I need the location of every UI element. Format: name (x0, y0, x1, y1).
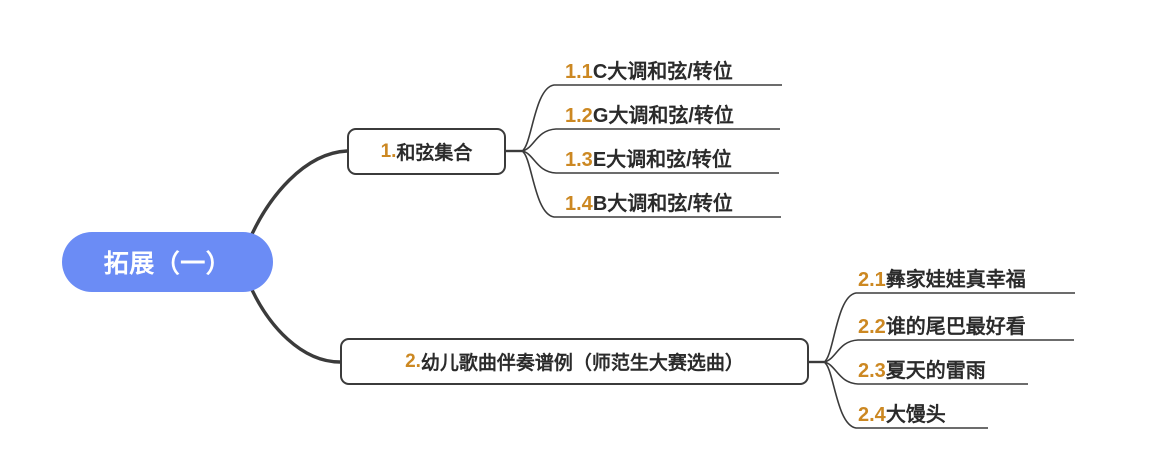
leaf-node-1-3-number: 1.3 (565, 149, 593, 171)
branch-node-1-label: 和弦集合 (396, 143, 473, 164)
root-node-label: 拓展（一） (103, 250, 232, 278)
leaf-node-1-4[interactable]: 1.4 B大调和弦/转位 (565, 184, 733, 216)
branch-node-2[interactable]: 2. 幼儿歌曲伴奏谱例（师范生大赛选曲） (340, 338, 809, 385)
leaf-node-1-2-label: G大调和弦/转位 (592, 105, 734, 127)
edge-root-to-branch-2 (246, 279, 342, 364)
branch-node-2-label: 幼儿歌曲伴奏谱例（师范生大赛选曲） (420, 353, 744, 374)
leaf-node-1-1-label: C大调和弦/转位 (592, 61, 733, 83)
leaf-node-2-1-label: 彝家娃娃真幸福 (885, 269, 1026, 291)
leaf-node-1-1[interactable]: 1.1 C大调和弦/转位 (565, 52, 733, 84)
leaf-node-1-4-label: B大调和弦/转位 (592, 193, 733, 215)
branch-node-2-number: 2. (405, 350, 421, 372)
leaf-node-1-3-label: E大调和弦/转位 (592, 149, 732, 171)
leaf-node-2-1-number: 2.1 (858, 269, 886, 291)
leaf-node-2-3[interactable]: 2.3 夏天的雷雨 (858, 351, 986, 383)
leaf-node-2-4-label: 大馒头 (885, 404, 946, 426)
leaf-node-2-1[interactable]: 2.1 彝家娃娃真幸福 (858, 260, 1026, 292)
leaf-node-2-4-number: 2.4 (858, 404, 886, 426)
leaf-node-2-3-number: 2.3 (858, 360, 886, 382)
edge-root-to-branch-1 (246, 149, 349, 245)
leaf-node-1-3[interactable]: 1.3 E大调和弦/转位 (565, 140, 732, 172)
leaf-node-1-1-number: 1.1 (565, 61, 593, 83)
branch-node-1[interactable]: 1.和弦集合 (347, 128, 506, 175)
leaf-node-2-3-label: 夏天的雷雨 (885, 360, 986, 382)
leaf-node-1-2-number: 1.2 (565, 105, 593, 127)
leaf-node-2-2-label: 谁的尾巴最好看 (885, 316, 1026, 338)
branch-node-1-number: 1. (380, 140, 397, 162)
leaf-node-2-2[interactable]: 2.2 谁的尾巴最好看 (858, 307, 1026, 339)
leaf-node-2-2-number: 2.2 (858, 316, 886, 338)
root-node[interactable]: 拓展（一） (62, 232, 273, 292)
leaf-node-2-4[interactable]: 2.4 大馒头 (858, 395, 946, 427)
leaf-node-1-4-number: 1.4 (565, 193, 593, 215)
